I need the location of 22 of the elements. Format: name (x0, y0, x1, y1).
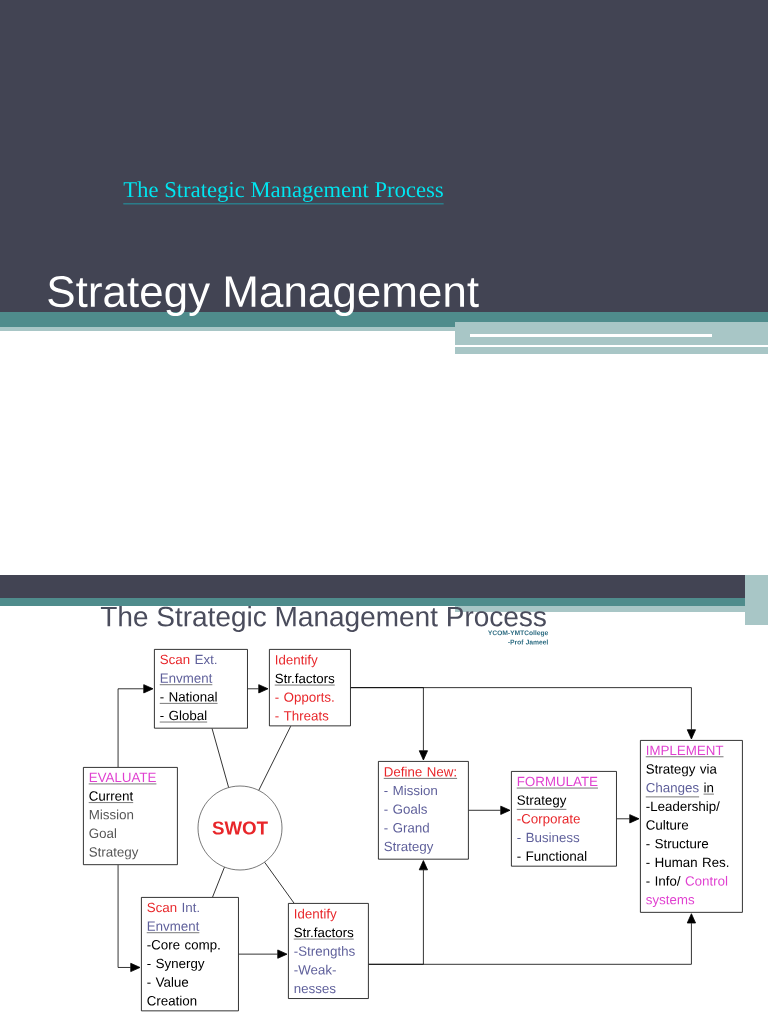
connector-line (211, 728, 229, 788)
process-box: FORMULATE Strategy -Corporate - Business - Functional (511, 771, 617, 867)
link-text: The Strategic Management Process (123, 181, 444, 205)
connector-line (264, 861, 295, 904)
process-box: EVALUATE Current Mission Goal Strategy (83, 767, 178, 866)
arrow (117, 684, 154, 768)
arrow (616, 814, 640, 824)
slide-title: Strategy Management (48, 276, 479, 316)
arrow (117, 864, 141, 972)
arrow (247, 684, 269, 694)
process-box: Define New: - Mission - Goals - Grand Strategy (378, 761, 469, 860)
process-box: Scan Ext. Envment - National - Global (154, 649, 248, 729)
connector-line (212, 866, 225, 898)
process-box: Identify Str.factors - Opports. - Threats (269, 649, 351, 727)
arrow (368, 913, 696, 965)
connector-line (258, 725, 292, 791)
arrow (238, 949, 288, 959)
process-box: Identify Str.factors -Strengths -Weak- nesses (288, 903, 369, 999)
process-box: IMPLEMENT Strategy via Changes in -Leadership/ Culture - Structure - Human Res. - Info/ Control systems (640, 740, 743, 913)
arrow (350, 687, 696, 740)
arrow (468, 805, 511, 815)
process-box: Scan Int. Envment -Core comp. - Synergy - Value Creation (141, 897, 239, 1012)
